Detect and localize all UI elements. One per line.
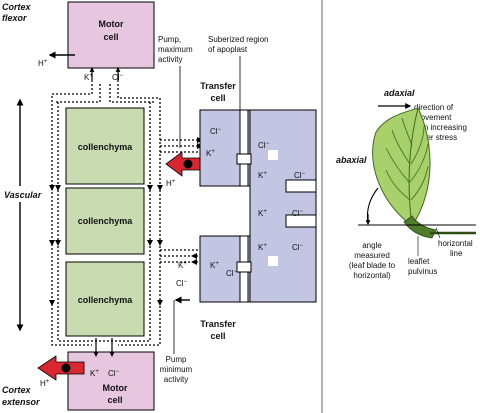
svg-text:Suberized region: Suberized region <box>208 35 268 44</box>
svg-text:Pump,: Pump, <box>158 35 181 44</box>
angle-arc <box>366 187 379 223</box>
svg-text:cell: cell <box>210 331 225 341</box>
suberized-label: Suberized region of apoplast <box>208 35 268 54</box>
cl-minus-col-4: Cl− <box>292 243 304 252</box>
svg-text:direction of: direction of <box>414 103 454 112</box>
angle-label: angle measured (leaf blade to horizontal… <box>349 241 396 280</box>
k-plus-tc-top: K+ <box>206 149 215 158</box>
cortex-extensor-label: Cortex extensor <box>2 385 40 407</box>
svg-text:maximum: maximum <box>158 45 193 54</box>
collenchyma-2 <box>65 187 145 255</box>
motor-cell-top-label: Motor <box>99 19 124 29</box>
collenchyma-label-2: collenchyma <box>78 216 134 226</box>
pump-max-label: Pump, maximum activity <box>158 35 193 64</box>
cl-minus-col-1: Cl− <box>258 141 270 150</box>
cl-minus-col-2: Cl− <box>294 171 306 180</box>
svg-text:leaflet: leaflet <box>408 257 430 266</box>
motor-cell-top-label-2: cell <box>103 32 118 42</box>
vascular-label: Vascular <box>4 190 42 200</box>
collenchyma-3 <box>65 261 145 337</box>
svg-text:H+: H+ <box>166 179 176 188</box>
cl-minus-apoplast: Cl− <box>176 279 188 288</box>
svg-text:cell: cell <box>210 93 225 103</box>
transfer-cell-complex <box>199 109 317 303</box>
pulvinus-label: leaflet pulvinus <box>408 257 437 276</box>
leaf-blade <box>372 107 431 227</box>
motor-cell-bottom-label: Motor <box>103 383 128 393</box>
svg-text:horizontal: horizontal <box>438 239 473 248</box>
motor-cell-bottom <box>67 351 155 411</box>
svg-text:extensor: extensor <box>2 397 40 407</box>
h-plus-top: H+ <box>38 59 48 68</box>
pump-arrow-bottom: H+ <box>37 355 85 388</box>
cortex-flexor-label: Cortex flexor <box>2 2 32 23</box>
k-plus-col-2: K+ <box>258 209 267 218</box>
cl-minus-bottom: Cl− <box>108 369 120 378</box>
svg-text:Transfer: Transfer <box>200 319 236 329</box>
svg-text:minimum: minimum <box>160 365 193 374</box>
cl-minus-tc-bottom: Cl− <box>226 269 238 278</box>
cl-minus-col-3: Cl− <box>292 209 304 218</box>
direction-label: direction of movement with increasing wa… <box>413 103 467 142</box>
transfer-cell-bottom-label: Transfer cell <box>200 319 236 341</box>
leaf-panel: adaxial direction of movement with incre… <box>336 88 476 280</box>
k-plus-col-1: K+ <box>258 171 267 180</box>
k-plus-col-3: K+ <box>258 243 267 252</box>
k-plus-bottom: K+ <box>90 369 99 378</box>
pump-min-label: Pump minimum activity <box>160 355 193 384</box>
svg-text:Cortex: Cortex <box>2 385 32 395</box>
svg-text:(leaf blade to: (leaf blade to <box>349 261 396 270</box>
svg-text:Pump: Pump <box>166 355 187 364</box>
suberized-channels <box>236 109 317 303</box>
abaxial-label: abaxial <box>336 155 367 165</box>
svg-text:line: line <box>450 249 463 258</box>
svg-text:movement: movement <box>414 113 452 122</box>
svg-text:measured: measured <box>354 251 390 260</box>
svg-text:of apoplast: of apoplast <box>208 45 248 54</box>
svg-text:flexor: flexor <box>2 13 27 23</box>
collenchyma-label-3: collenchyma <box>78 295 134 305</box>
svg-text:angle: angle <box>362 241 382 250</box>
svg-text:with increasing: with increasing <box>413 123 467 132</box>
pump-arrow-max: H+ <box>165 151 201 188</box>
svg-text:pulvinus: pulvinus <box>408 267 437 276</box>
collenchyma-1 <box>65 107 145 185</box>
svg-text:Transfer: Transfer <box>200 81 236 91</box>
pulvinus <box>403 215 437 239</box>
collenchyma-label-1: collenchyma <box>78 142 134 152</box>
adaxial-label: adaxial <box>384 88 415 98</box>
svg-text:activity: activity <box>158 55 182 64</box>
k-plus-tc-bottom: K+ <box>210 261 219 270</box>
k-plus-apoplast: K+ <box>178 261 187 270</box>
cl-minus-top: Cl− <box>112 73 124 82</box>
k-plus-top: K+ <box>84 73 93 82</box>
motor-cell-top <box>67 1 155 69</box>
transfer-cell-top-label: Transfer cell <box>200 81 236 103</box>
svg-text:water stress: water stress <box>413 133 457 142</box>
motor-cell-bottom-label-2: cell <box>107 395 122 405</box>
svg-text:Cortex: Cortex <box>2 2 32 12</box>
svg-text:activity: activity <box>164 375 188 384</box>
cl-minus-tc-top: Cl− <box>210 127 222 136</box>
svg-text:H+: H+ <box>40 379 50 388</box>
pathway-arrowheads <box>49 137 203 306</box>
svg-text:horizontal): horizontal) <box>353 271 391 280</box>
horizontal-line-label: horizontal line <box>438 239 473 258</box>
